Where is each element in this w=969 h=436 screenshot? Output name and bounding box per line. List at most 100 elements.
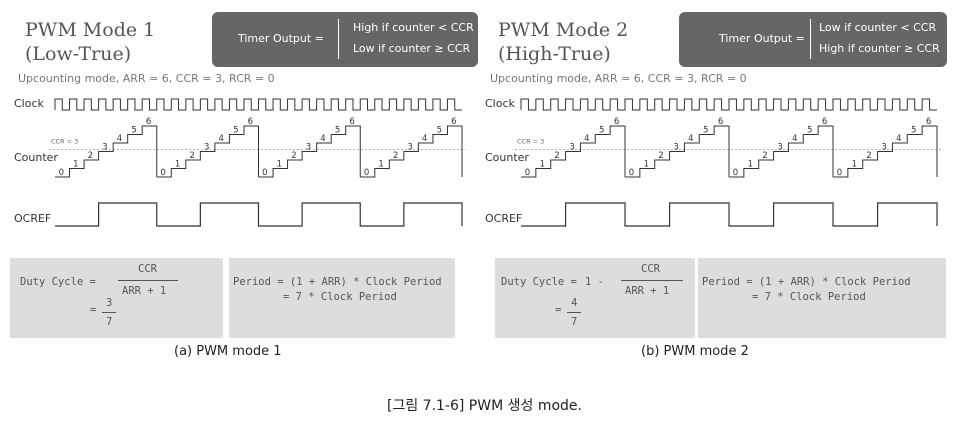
ccr-label: CCR = 3 bbox=[517, 138, 544, 146]
duty-result-denominator: 7 bbox=[571, 316, 578, 328]
counter-value: 1 bbox=[277, 160, 282, 170]
mode-title: PWM Mode 2 bbox=[498, 19, 629, 41]
timer-output-box: Timer Output = High if counter < CCR Low… bbox=[212, 12, 478, 67]
pwm-mode-1-panel: PWM Mode 1 (Low-True) Timer Output = Hig… bbox=[0, 0, 480, 370]
counter-value: 2 bbox=[88, 151, 93, 161]
counter-value: 4 bbox=[584, 134, 589, 144]
counter-label: Counter bbox=[14, 151, 58, 164]
ocref-waveform bbox=[521, 202, 938, 227]
counter-value: 6 bbox=[822, 117, 827, 127]
counter-value: 1 bbox=[644, 160, 649, 170]
fraction-line bbox=[567, 312, 581, 313]
counter-value: 4 bbox=[219, 134, 224, 144]
panel-caption: (a) PWM mode 1 bbox=[174, 344, 282, 359]
duty-denominator: ARR + 1 bbox=[625, 285, 670, 297]
counter-staircase bbox=[360, 125, 463, 178]
counter-value: 2 bbox=[762, 151, 767, 161]
brace-icon bbox=[338, 19, 349, 59]
pwm-mode-2-panel: PWM Mode 2 (High-True) Timer Output = Lo… bbox=[485, 0, 965, 370]
duty-cycle-label: Duty Cycle = bbox=[20, 276, 96, 288]
clock-label: Clock bbox=[14, 97, 44, 110]
counter-value: 3 bbox=[777, 143, 782, 153]
timer-output-box: Timer Output = Low if counter < CCR High… bbox=[679, 12, 947, 67]
counter-value: 0 bbox=[262, 168, 267, 178]
counter-value: 6 bbox=[349, 117, 354, 127]
duty-cycle-box: Duty Cycle = 1 - CCR ARR + 1 = 4 7 bbox=[495, 258, 695, 338]
clock-waveform bbox=[54, 98, 462, 111]
counter-value: 3 bbox=[102, 143, 107, 153]
counter-value: 6 bbox=[926, 117, 931, 127]
clock-waveform bbox=[520, 98, 937, 111]
figure-caption: [그림 7.1-6] PWM 생성 mode. bbox=[387, 398, 582, 414]
duty-cycle-label: Duty Cycle = bbox=[501, 276, 577, 288]
period-line-1: Period = (1 + ARR) * Clock Period bbox=[233, 276, 442, 288]
ocref-label: OCREF bbox=[14, 212, 52, 225]
counter-value: 0 bbox=[525, 168, 530, 178]
counter-value: 0 bbox=[160, 168, 165, 178]
counter-value: 4 bbox=[422, 134, 427, 144]
counter-label: Counter bbox=[485, 151, 529, 164]
counter-staircase bbox=[833, 125, 938, 178]
fraction-line bbox=[118, 280, 178, 281]
counter-value: 1 bbox=[73, 160, 78, 170]
counter-value: 6 bbox=[614, 117, 619, 127]
ocref-waveform bbox=[55, 202, 463, 227]
counter-value: 1 bbox=[378, 160, 383, 170]
mode-subtitle: (Low-True) bbox=[25, 43, 132, 65]
counter-value: 4 bbox=[688, 134, 693, 144]
counter-value: 5 bbox=[131, 126, 136, 136]
timer-output-label: Timer Output = bbox=[238, 32, 324, 45]
period-line-1: Period = (1 + ARR) * Clock Period bbox=[702, 276, 911, 288]
clock-label: Clock bbox=[485, 97, 515, 110]
duty-equals: = bbox=[90, 304, 97, 316]
period-line-2: = 7 * Clock Period bbox=[752, 291, 866, 303]
period-line-2: = 7 * Clock Period bbox=[283, 291, 397, 303]
duty-result-denominator: 7 bbox=[106, 316, 113, 328]
timer-output-line-1: Low if counter < CCR bbox=[819, 21, 937, 34]
duty-denominator: ARR + 1 bbox=[122, 285, 167, 297]
counter-value: 4 bbox=[117, 134, 122, 144]
fraction-line bbox=[621, 280, 683, 281]
counter-value: 5 bbox=[437, 126, 442, 136]
counter-value: 2 bbox=[866, 151, 871, 161]
counter-value: 2 bbox=[291, 151, 296, 161]
duty-cycle-box: Duty Cycle = CCR ARR + 1 = 3 7 bbox=[10, 258, 223, 338]
timer-output-label: Timer Output = bbox=[719, 32, 805, 45]
counter-value: 1 bbox=[852, 160, 857, 170]
counter-value: 3 bbox=[569, 143, 574, 153]
counter-value: 5 bbox=[807, 126, 812, 136]
counter-staircase bbox=[258, 125, 361, 178]
counter-value: 3 bbox=[306, 143, 311, 153]
counter-value: 4 bbox=[320, 134, 325, 144]
counter-value: 1 bbox=[748, 160, 753, 170]
counter-staircase bbox=[729, 125, 834, 178]
counter-value: 1 bbox=[540, 160, 545, 170]
timer-output-line-2: High if counter ≥ CCR bbox=[819, 42, 940, 55]
counter-value: 4 bbox=[896, 134, 901, 144]
brace-icon bbox=[810, 19, 821, 59]
timer-output-line-1: High if counter < CCR bbox=[353, 21, 474, 34]
counter-value: 5 bbox=[233, 126, 238, 136]
ccr-label: CCR = 3 bbox=[51, 138, 78, 146]
counter-value: 5 bbox=[703, 126, 708, 136]
duty-equals: = bbox=[555, 304, 562, 316]
mode-title: PWM Mode 1 bbox=[25, 19, 156, 41]
counter-value: 0 bbox=[629, 168, 634, 178]
mode-subtitle: (High-True) bbox=[498, 43, 611, 65]
counter-value: 0 bbox=[59, 168, 64, 178]
counter-value: 6 bbox=[718, 117, 723, 127]
duty-result-numerator: 3 bbox=[106, 297, 113, 309]
duty-prefix: 1 - bbox=[585, 276, 604, 288]
counter-value: 2 bbox=[189, 151, 194, 161]
counter-value: 6 bbox=[146, 117, 151, 127]
ocref-label: OCREF bbox=[485, 212, 523, 225]
counter-staircase bbox=[156, 125, 259, 178]
counter-value: 3 bbox=[204, 143, 209, 153]
counter-value: 5 bbox=[335, 126, 340, 136]
counter-staircase bbox=[625, 125, 730, 178]
counter-staircase bbox=[521, 125, 626, 178]
counter-value: 5 bbox=[911, 126, 916, 136]
mode-parameters: Upcounting mode, ARR = 6, CCR = 3, RCR =… bbox=[18, 72, 275, 85]
